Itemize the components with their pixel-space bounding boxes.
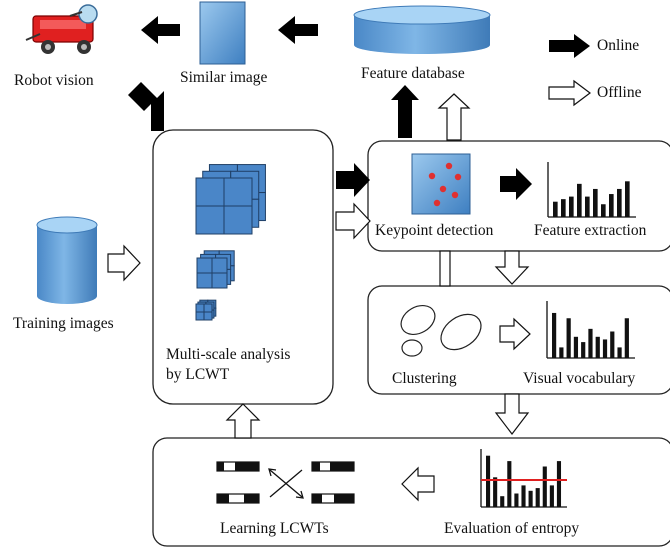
feature-database-icon: [353, 5, 491, 54]
feature-database-label: Feature database: [361, 65, 465, 82]
similar-image-icon: [199, 1, 246, 65]
arrow-multiscale-offline: [335, 202, 371, 240]
lcwt-filters-icon: [216, 461, 355, 504]
training-images-label: Training images: [13, 315, 114, 332]
swap-arrows-icon: [268, 468, 304, 499]
arrow-up-to-database: [437, 93, 471, 141]
multiscale-label-line2: by LCWT: [166, 366, 230, 383]
online-arrows: [128, 16, 590, 200]
offline-arrows: [107, 79, 591, 502]
training-images-icon: [36, 216, 98, 304]
arrow-robot-down: [128, 82, 164, 131]
visual-vocabulary-label: Visual vocabulary: [523, 370, 636, 387]
feature-extraction-label: Feature extraction: [534, 222, 647, 239]
entropy-histogram-icon: [480, 449, 567, 508]
vocabulary-histogram-icon: [546, 301, 635, 359]
arrow-training-to-multiscale: [107, 244, 141, 282]
arrow-clusters-to-vocab: [499, 317, 531, 351]
learning-lcwts-label: Learning LCWTs: [220, 520, 329, 537]
evaluation-of-entropy-label: Evaluation of entropy: [444, 520, 580, 537]
arrow-vocab-to-entropy: [494, 393, 530, 435]
arrow-to-robot: [141, 16, 180, 44]
clustering-label: Clustering: [392, 370, 457, 387]
arrow-kp-to-feature: [500, 168, 532, 200]
lcwt-cube-pyramid-icon: [195, 164, 266, 321]
similar-image-label: Similar image: [180, 69, 268, 86]
keypoint-image-icon: [411, 153, 471, 215]
keypoint-detection-label: Keypoint detection: [375, 222, 494, 239]
arrow-learning-to-multiscale: [225, 403, 261, 439]
arrow-kp-down-through: [439, 250, 451, 287]
clusters-icon: [400, 304, 482, 357]
arrow-multiscale-online: [336, 163, 370, 197]
legend-offline-arrow: [548, 79, 591, 107]
robot-vision-label: Robot vision: [14, 72, 94, 89]
legend-online-arrow: [549, 34, 590, 58]
multiscale-label-line1: Multi-scale analysis: [166, 346, 291, 363]
arrow-feature-to-clustering: [494, 250, 530, 285]
feature-histogram-icon: [547, 162, 636, 218]
arrow-to-similar: [278, 16, 318, 44]
arrow-to-database: [391, 85, 419, 138]
robot-icon: [25, 4, 98, 54]
legend-online-label: Online: [597, 37, 640, 54]
arrow-entropy-to-learning: [401, 466, 435, 502]
legend-offline-label: Offline: [597, 84, 642, 101]
